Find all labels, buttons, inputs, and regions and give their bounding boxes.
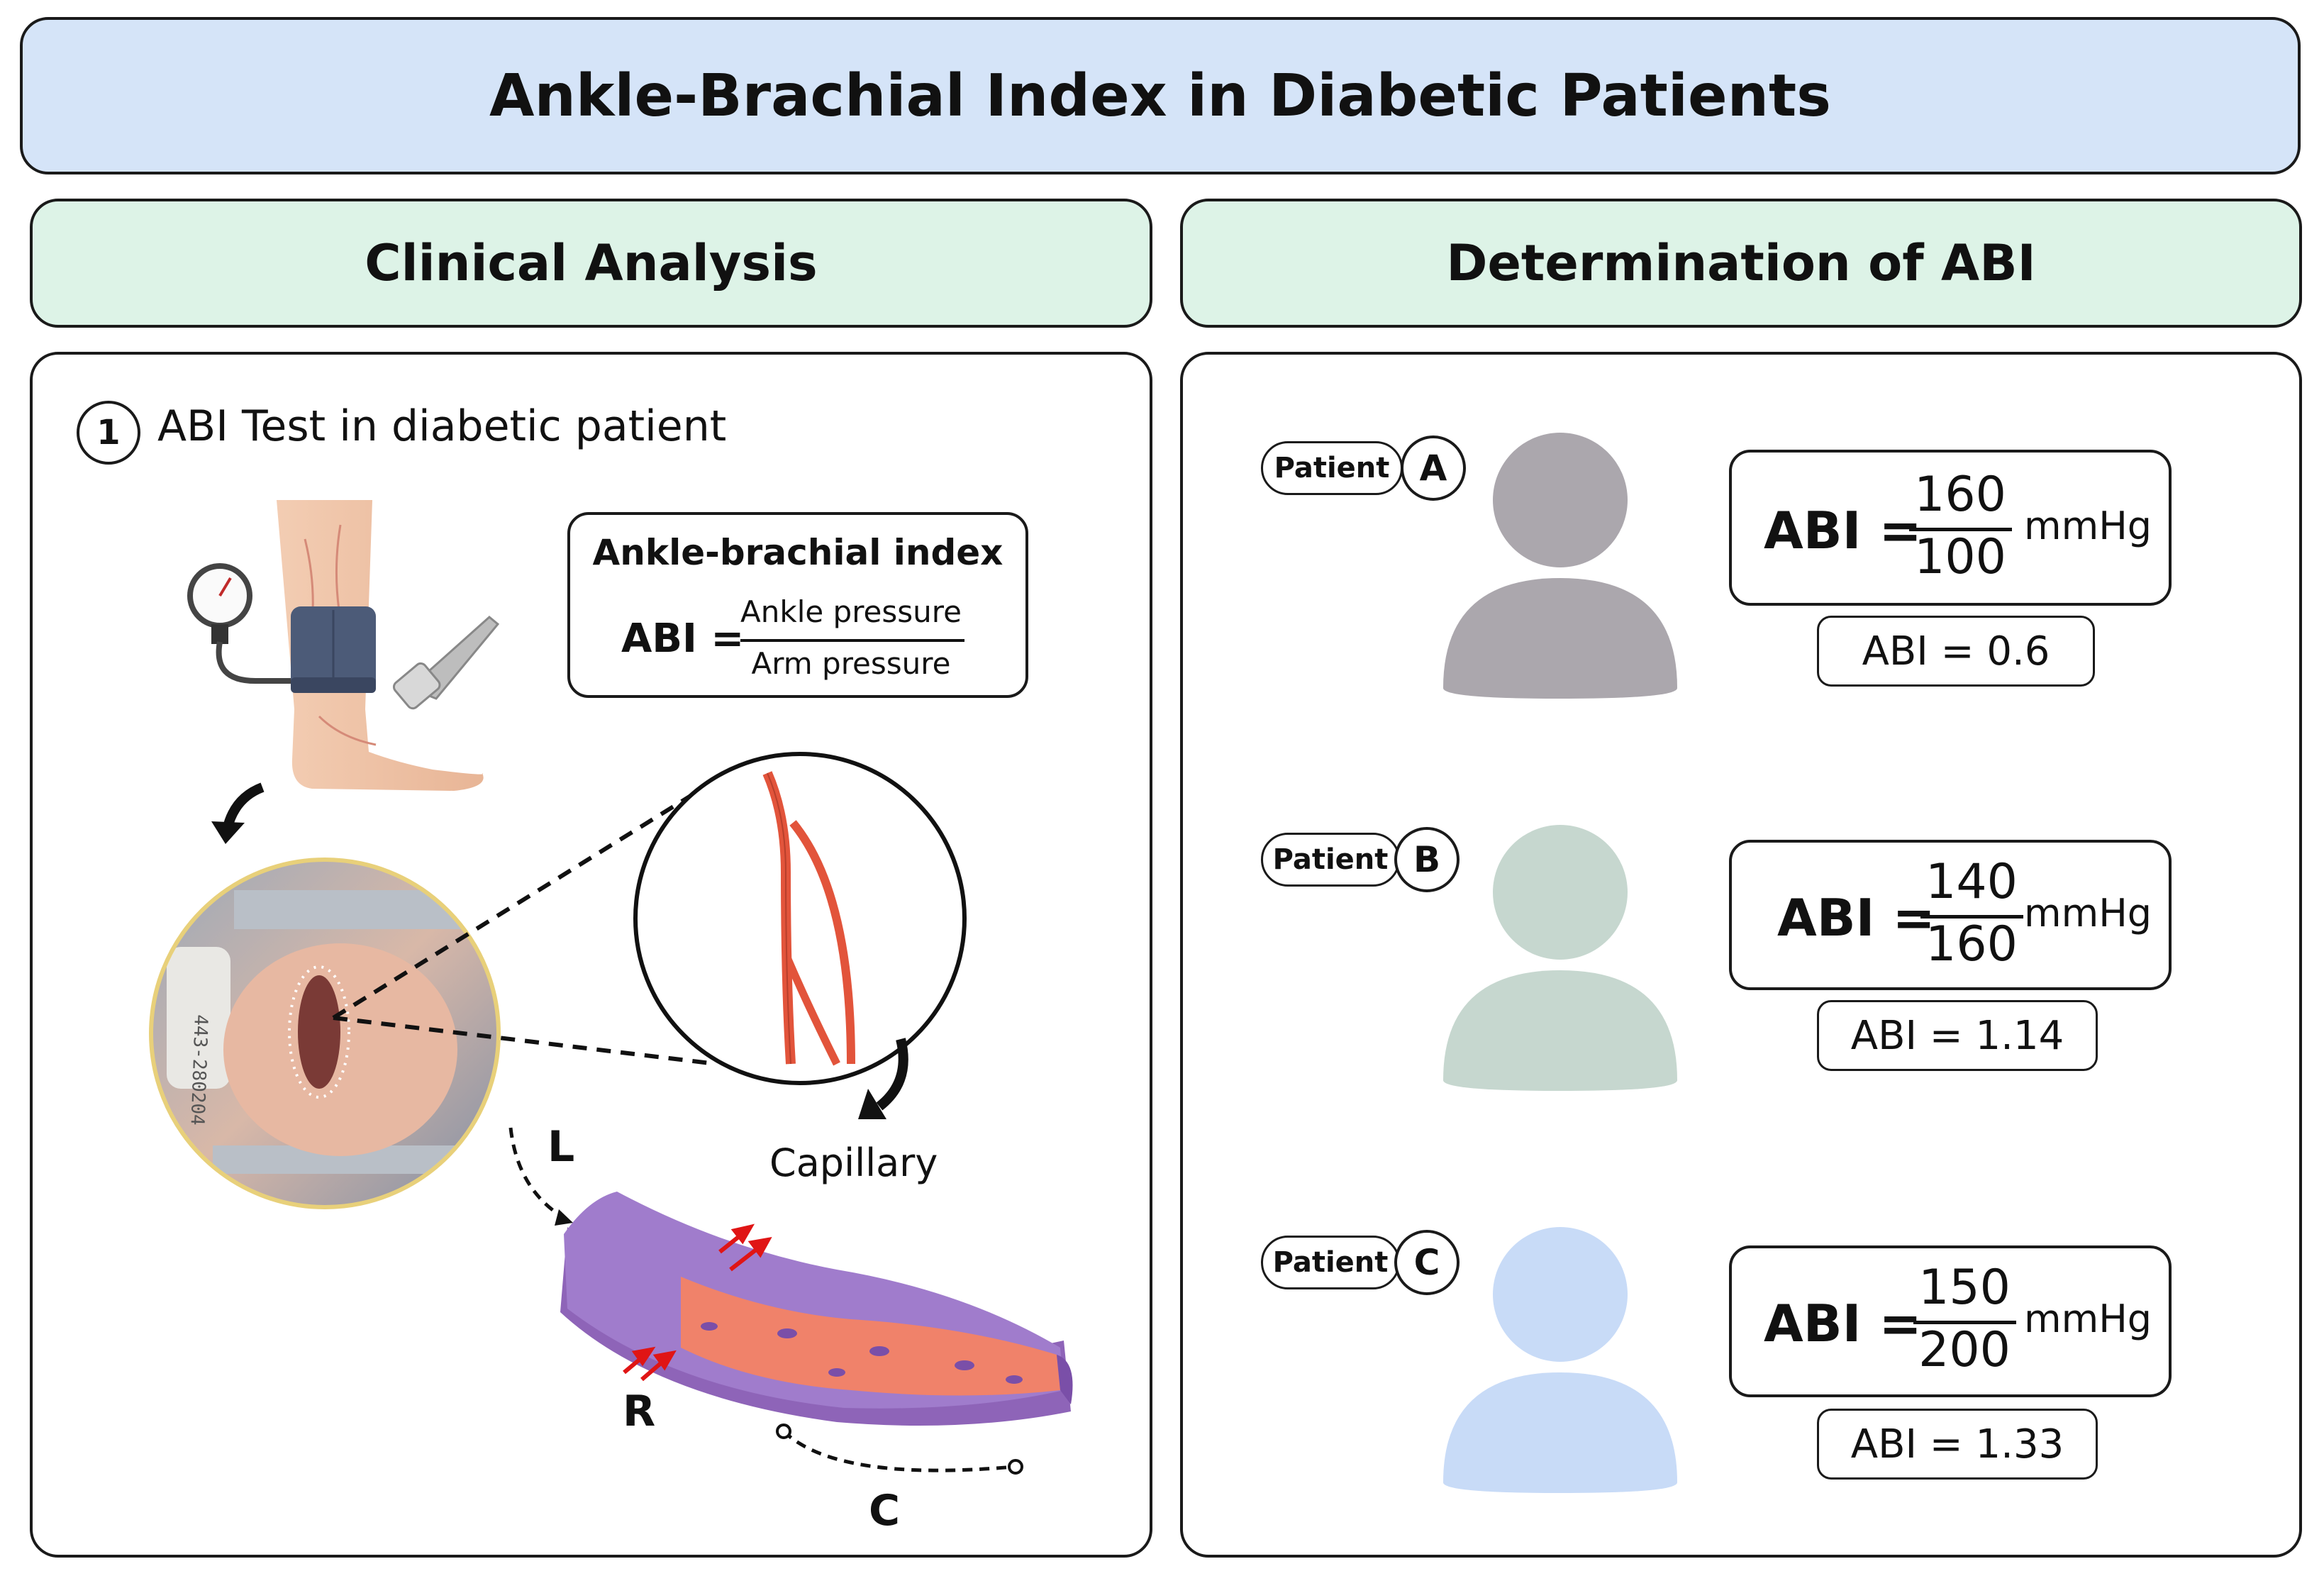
patient-letter-badge: C xyxy=(1394,1230,1460,1295)
patient-avatar-icon xyxy=(1443,433,1677,699)
doppler-probe-icon xyxy=(392,616,500,710)
avatar-head xyxy=(1493,1227,1628,1362)
patient-tag: Patient xyxy=(1261,833,1400,887)
calc-fraction-bar xyxy=(1920,915,2023,919)
avatar-body xyxy=(1443,578,1677,699)
label-c-dot-end xyxy=(1008,1459,1023,1475)
vessel-label-c: C xyxy=(869,1486,901,1536)
calc-lhs: ABI = xyxy=(1777,888,1935,948)
zoom-line-top xyxy=(332,787,704,1020)
ruler-text: 443-280204 xyxy=(187,1014,211,1126)
curved-arrow-down-icon xyxy=(211,782,265,844)
abi-calculation-box: ABI = 160 100 mmHg xyxy=(1729,450,2172,606)
patient-letter-badge: B xyxy=(1394,827,1460,892)
section-title-left: Clinical Analysis xyxy=(365,234,818,292)
curved-arrow-capillary-icon xyxy=(858,1038,908,1119)
avatar-head xyxy=(1493,825,1628,960)
blood-vessel-illustration xyxy=(560,1192,1073,1426)
section-title-right: Determination of ABI xyxy=(1446,234,2036,292)
abi-result: ABI = 0.6 xyxy=(1862,628,2050,675)
formula-lhs: ABI = xyxy=(621,616,745,662)
vessel-label-l: L xyxy=(547,1122,575,1172)
calc-numerator: 160 xyxy=(1914,467,2006,523)
section-header-determination-abi: Determination of ABI xyxy=(1180,199,2302,328)
sphygmomanometer-gauge xyxy=(187,563,291,684)
wound-photo: 443-280204 xyxy=(149,858,501,1209)
patient-letter: B xyxy=(1413,839,1441,880)
vessel-label-r: R xyxy=(623,1387,656,1436)
label-c-dot-start xyxy=(776,1424,791,1439)
patient-letter: C xyxy=(1413,1242,1440,1283)
formula-numerator: Ankle pressure xyxy=(740,594,962,629)
step-number-badge: 1 xyxy=(77,401,140,465)
patient-avatar-icon xyxy=(1443,1227,1677,1493)
patient-letter: A xyxy=(1419,448,1447,489)
calc-unit: mmHg xyxy=(2024,504,2152,548)
abi-result-box: ABI = 0.6 xyxy=(1817,616,2095,687)
calc-unit: mmHg xyxy=(2024,1297,2152,1341)
calc-denominator: 160 xyxy=(1925,916,2018,972)
patient-tag: Patient xyxy=(1261,441,1403,495)
zoom-line-bottom xyxy=(333,1016,717,1066)
blood-pressure-cuff xyxy=(291,606,376,693)
calc-numerator: 150 xyxy=(1918,1260,2011,1316)
calc-numerator: 140 xyxy=(1925,854,2018,910)
step-label: ABI Test in diabetic patient xyxy=(157,401,727,451)
calc-lhs: ABI = xyxy=(1764,1294,1922,1353)
abi-result-box: ABI = 1.14 xyxy=(1817,1000,2098,1071)
calc-unit: mmHg xyxy=(2024,891,2152,936)
patient-letter-badge: A xyxy=(1401,435,1466,501)
abi-calculation-box: ABI = 140 160 mmHg xyxy=(1729,840,2172,990)
abi-result: ABI = 1.33 xyxy=(1850,1421,2064,1467)
formula-denominator: Arm pressure xyxy=(751,646,951,681)
label-c-connector xyxy=(782,1430,1015,1472)
title-banner: Ankle-Brachial Index in Diabetic Patient… xyxy=(20,17,2301,174)
patient-avatar-icon xyxy=(1443,825,1677,1091)
capillary-zoom-circle xyxy=(633,752,967,1085)
avatar-body xyxy=(1443,970,1677,1091)
formula-heading: Ankle-brachial index xyxy=(592,532,1003,573)
calc-fraction-bar xyxy=(1913,1321,2016,1324)
step-number: 1 xyxy=(96,413,121,453)
calc-denominator: 100 xyxy=(1914,529,2006,585)
label-l-arrowhead xyxy=(555,1209,573,1226)
abi-result-box: ABI = 1.33 xyxy=(1817,1409,2098,1480)
abi-formula-box: Ankle-brachial index ABI = Ankle pressur… xyxy=(567,512,1028,698)
avatar-head xyxy=(1493,433,1628,567)
calc-denominator: 200 xyxy=(1918,1322,2011,1378)
avatar-body xyxy=(1443,1372,1677,1493)
section-header-clinical-analysis: Clinical Analysis xyxy=(30,199,1152,328)
patient-tag: Patient xyxy=(1261,1236,1400,1289)
abi-result: ABI = 1.14 xyxy=(1850,1012,2064,1059)
capillary-label: Capillary xyxy=(769,1141,938,1185)
calc-lhs: ABI = xyxy=(1764,501,1922,560)
flow-arrow-icons xyxy=(623,1223,772,1382)
calc-fraction-bar xyxy=(1909,528,2012,531)
page-title: Ankle-Brachial Index in Diabetic Patient… xyxy=(489,62,1831,130)
abi-calculation-box: ABI = 150 200 mmHg xyxy=(1729,1245,2172,1397)
formula-fraction-bar xyxy=(740,639,964,642)
label-l-connector xyxy=(508,1127,569,1222)
